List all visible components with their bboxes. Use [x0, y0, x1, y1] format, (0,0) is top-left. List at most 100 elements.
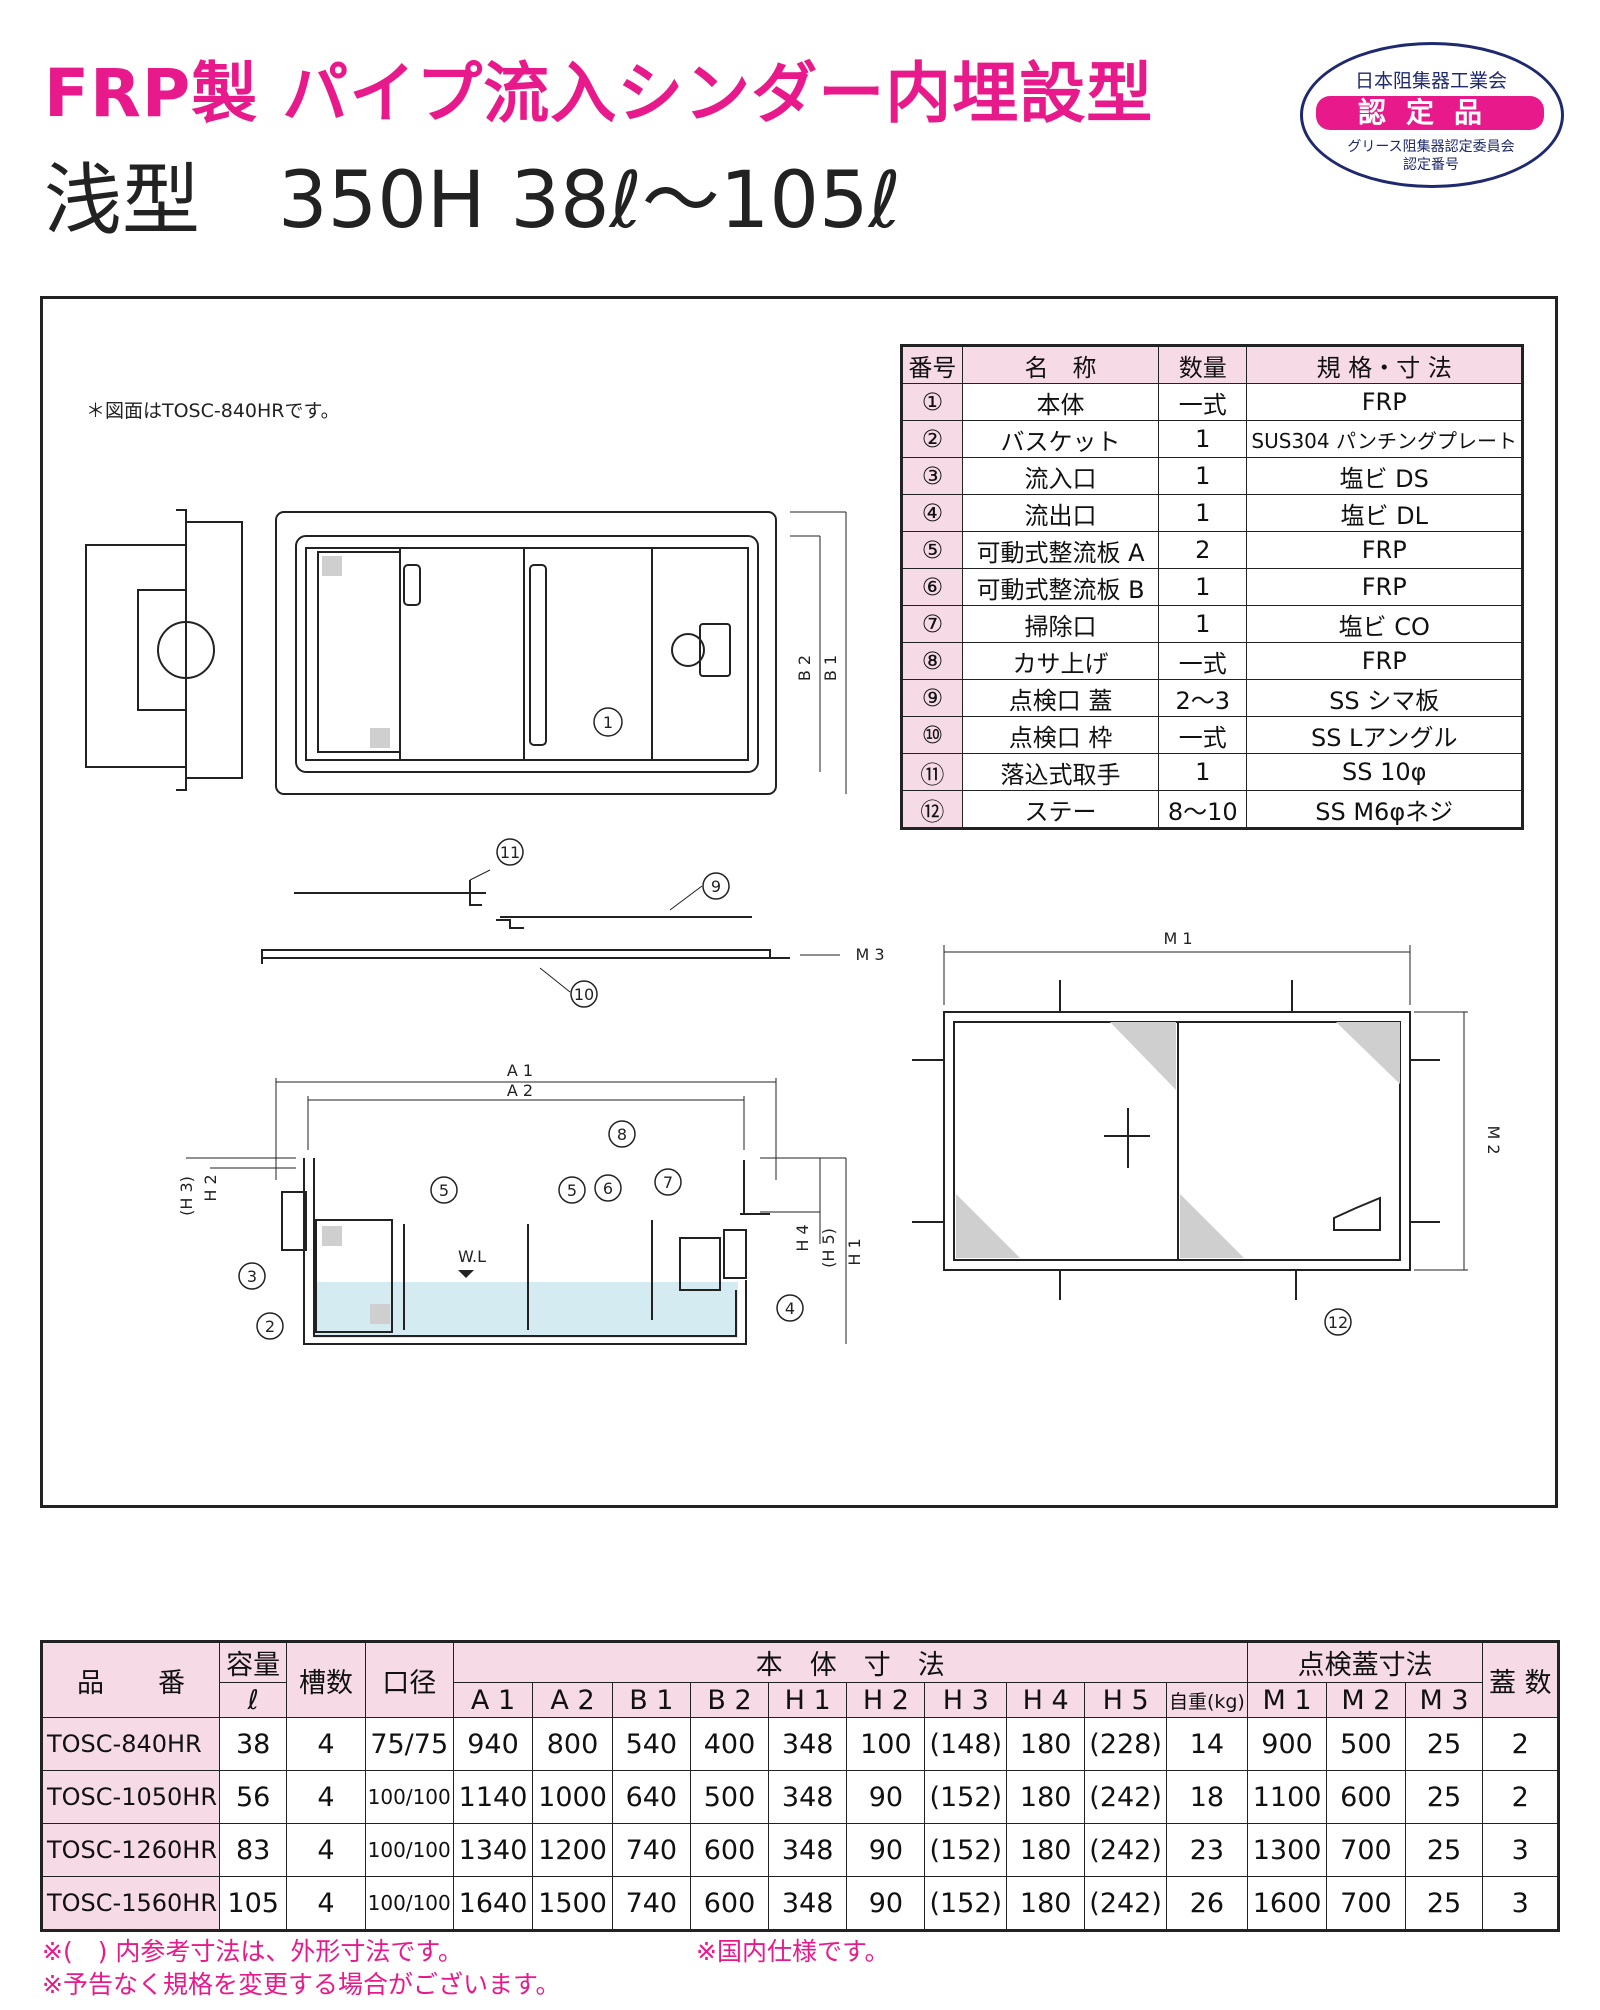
spec-cell-a2: 1200 [532, 1823, 613, 1877]
spec-cell-h2: 90 [846, 1823, 926, 1877]
callout-10: 10 [574, 985, 594, 1004]
spec-header-body: 本 体 寸 法 [452, 1641, 1248, 1683]
spec-cell-a1: 940 [452, 1717, 534, 1771]
parts-cell-qty: 8～10 [1158, 790, 1248, 829]
spec-cell-h3: (152) [924, 1823, 1008, 1877]
spec-cell-n: 2 [1482, 1770, 1559, 1824]
parts-cell-name: ステー [961, 790, 1160, 829]
parts-header-name: 名 称 [961, 345, 1160, 384]
spec-cell-h4: 180 [1006, 1823, 1086, 1877]
footnote-domestic: ※国内仕様です。 [696, 1937, 890, 1966]
spec-cell-id: TOSC-1560HR [40, 1876, 221, 1931]
parts-cell-name: 流入口 [961, 457, 1160, 495]
spec-cell-dia: 75/75 [364, 1717, 454, 1771]
spec-cell-m1: 1300 [1246, 1823, 1328, 1877]
parts-cell-name: 可動式整流板 A [961, 531, 1160, 569]
parts-cell-qty: 2～3 [1158, 679, 1248, 717]
parts-cell-qty: 一式 [1158, 383, 1248, 421]
spec-cell-n: 3 [1482, 1876, 1559, 1931]
spec-cell-h4: 180 [1006, 1876, 1086, 1931]
parts-cell-spec: SS Lアングル [1246, 716, 1523, 754]
parts-cell-spec: SUS304 パンチングプレート [1246, 420, 1523, 458]
spec-subheader: B 2 [689, 1682, 770, 1718]
spec-cell-m3: 25 [1404, 1770, 1484, 1824]
spec-cell-b1: 740 [611, 1876, 691, 1931]
spec-subheader: H 5 [1084, 1682, 1167, 1718]
spec-cell-dia: 100/100 [364, 1876, 454, 1931]
parts-cell-no: ① [901, 383, 963, 421]
callout-3: 3 [247, 1267, 257, 1286]
spec-cell-m2: 700 [1326, 1876, 1406, 1931]
spec-cell-a1: 1340 [452, 1823, 534, 1877]
parts-cell-spec: FRP [1246, 383, 1523, 421]
spec-cell-id: TOSC-1050HR [40, 1770, 221, 1824]
spec-cell-h5: (228) [1084, 1717, 1167, 1771]
parts-cell-no: ⑤ [901, 531, 963, 569]
spec-cell-m2: 600 [1326, 1770, 1406, 1824]
spec-subheader: H 4 [1006, 1682, 1086, 1718]
footnote-change: ※予告なく規格を変更する場合がございます。 [42, 1970, 561, 1999]
certification-seal: 日本阻集器工業会 認定品 グリース阻集器認定委員会 認定番号 [1300, 42, 1564, 188]
spec-cell-b2: 400 [689, 1717, 770, 1771]
spec-header-tanks: 槽数 [286, 1641, 366, 1718]
spec-subheader: H 3 [924, 1682, 1008, 1718]
spec-cell-h1: 348 [768, 1770, 848, 1824]
parts-cell-no: ④ [901, 494, 963, 532]
parts-cell-qty: 1 [1158, 753, 1248, 791]
seal-mark: 認定品 [1316, 96, 1544, 130]
parts-cell-name: バスケット [961, 420, 1160, 458]
parts-cell-qty: 1 [1158, 568, 1248, 606]
spec-cell-a1: 1640 [452, 1876, 534, 1931]
spec-subheader: A 1 [452, 1682, 534, 1718]
spec-cell-h2: 100 [846, 1717, 926, 1771]
parts-cell-no: ⑩ [901, 716, 963, 754]
callout-4: 4 [785, 1299, 795, 1318]
seal-ring [1300, 42, 1564, 188]
spec-cell-a2: 1500 [532, 1876, 613, 1931]
spec-cell-m2: 500 [1326, 1717, 1406, 1771]
spec-cell-tanks: 4 [286, 1770, 366, 1824]
parts-cell-name: 流出口 [961, 494, 1160, 532]
parts-cell-no: ⑪ [901, 753, 963, 791]
spec-cell-m2: 700 [1326, 1823, 1406, 1877]
spec-cell-cap: 38 [219, 1717, 288, 1771]
callout-12: 12 [1328, 1313, 1348, 1332]
spec-cell-tanks: 4 [286, 1823, 366, 1877]
side-view [85, 509, 243, 791]
parts-cell-name: カサ上げ [961, 642, 1160, 680]
spec-cell-n: 2 [1482, 1717, 1559, 1771]
parts-cell-spec: 塩ビ DS [1246, 457, 1523, 495]
spec-cell-a2: 1000 [532, 1770, 613, 1824]
lid-parts [261, 838, 840, 1008]
spec-cell-cap: 105 [219, 1876, 288, 1931]
spec-subheader: 自重(kg) [1165, 1682, 1248, 1718]
spec-cell-id: TOSC-840HR [40, 1717, 221, 1771]
label-h3: (H 3) [177, 1176, 196, 1216]
spec-cell-h3: (148) [924, 1717, 1008, 1771]
parts-cell-no: ⑧ [901, 642, 963, 680]
spec-cell-h2: 90 [846, 1876, 926, 1931]
spec-cell-w: 14 [1165, 1717, 1248, 1771]
parts-header-row: 番号 名 称 数量 規 格・寸 法 [901, 345, 1523, 384]
spec-header-product: 品 番 [40, 1641, 221, 1718]
spec-header-capacity-unit: ℓ [219, 1682, 288, 1718]
parts-cell-spec: FRP [1246, 642, 1523, 680]
spec-cell-h5: (242) [1084, 1876, 1167, 1931]
parts-cell-spec: 塩ビ CO [1246, 605, 1523, 643]
parts-header-no: 番号 [901, 345, 963, 384]
drawing-note: ＊図面はTOSC-840HRです。 [86, 400, 340, 422]
spec-cell-m3: 25 [1404, 1823, 1484, 1877]
parts-cell-qty: 一式 [1158, 716, 1248, 754]
spec-subheader: B 1 [611, 1682, 691, 1718]
spec-cell-h1: 348 [768, 1876, 848, 1931]
parts-cell-spec: FRP [1246, 531, 1523, 569]
parts-cell-name: 落込式取手 [961, 753, 1160, 791]
spec-cell-cap: 56 [219, 1770, 288, 1824]
